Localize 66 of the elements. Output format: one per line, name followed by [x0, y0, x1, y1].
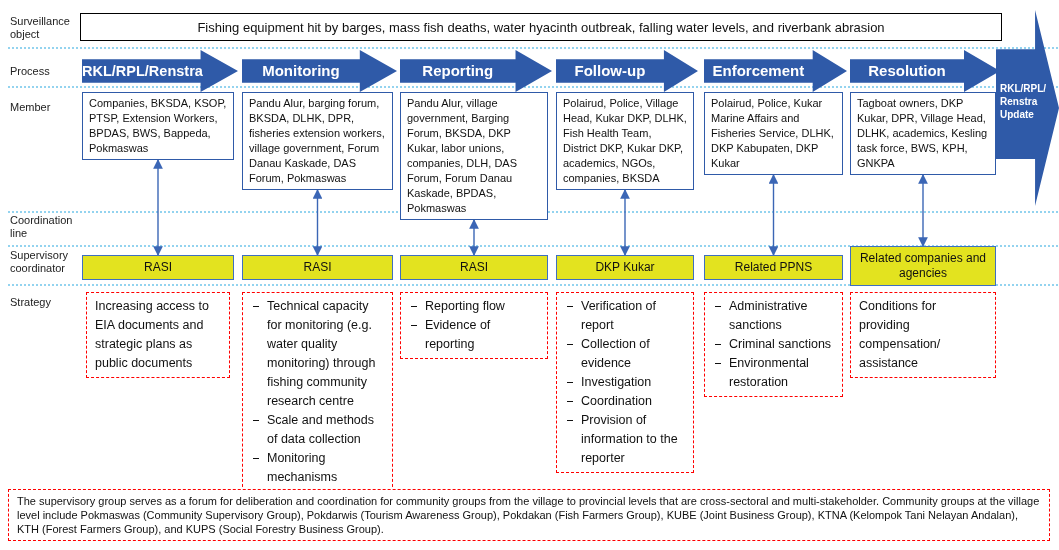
surveillance-box — [80, 13, 1002, 41]
row-label: Supervisory coordinator — [10, 249, 70, 275]
member-box — [556, 92, 694, 190]
list-item: Verification of report — [581, 298, 658, 334]
member-text: Companies, BKSDA, KSOP, PTSP, Extension Workers, BPDAS, BWS, Bappeda, Pokmaswas — [89, 96, 227, 156]
coordinator-box — [82, 255, 234, 280]
list-item: Collection of evidence — [581, 336, 651, 372]
coordinator-box — [556, 255, 694, 280]
list-item: Technical capacity for monitoring (e.g. water quality monitoring) through fishing community research centre — [267, 298, 377, 410]
row-label: Process — [10, 65, 51, 78]
list-item: Evidence of reporting — [425, 317, 492, 353]
list-item: Criminal sanctions — [729, 336, 833, 353]
member-text: Polairud, Police, Kukar Marine Affairs and Fisheries Service, DLHK, DKP Kabupaten, DKP Kukar — [711, 96, 835, 171]
process-step: RKL/RPL/Renstra — [82, 50, 238, 92]
list-item: Monitoring mechanisms — [267, 450, 339, 486]
double-arrow — [469, 219, 479, 256]
surveillance-text: Fishing equipment hit by barges, mass fish deaths, water hyacinth outbreak, falling water levels, and riverbank abrasion — [197, 19, 885, 35]
list-item: Administrative sanctions — [729, 298, 809, 334]
coordinator-text: RASI — [144, 260, 172, 275]
strategy-box — [86, 292, 230, 378]
double-arrow — [312, 189, 323, 256]
list-item: Investigation — [581, 374, 653, 391]
update-step: RKL/RPL/ Renstra Update — [996, 10, 1059, 206]
coordinator-text: RASI — [460, 260, 488, 275]
note-box — [8, 489, 1050, 541]
strategy-box — [704, 292, 843, 397]
double-arrow — [768, 174, 779, 256]
row-label: Coordination line — [10, 214, 74, 240]
row-label: Surveillance object — [10, 15, 71, 41]
member-text: Polairud, Police, Village Head, Kukar DKP, DLHK, Fish Health Team, District DKP, Kukar DKP, academics, NGOs, companies, BKSDA — [563, 96, 687, 186]
coordinator-text: RASI — [303, 260, 332, 275]
process-step: Monitoring — [242, 50, 397, 92]
member-text: Tagboat owners, DKP Kukar, DPR, Village Head, DLHK, academics, Kesling task force, BWS, KPH, GNKPA — [857, 96, 989, 171]
member-text: Pandu Alur, village government, Barging Forum, BKSDA, DKP Kukar, labor unions, companies, DLH, DAS Forum, Forum Danau Kaskade, BPDAS, Pokmaswas — [407, 96, 519, 216]
strategy-box — [400, 292, 548, 359]
coordinator-box — [242, 255, 393, 280]
process-step: Reporting — [400, 50, 552, 92]
strategy-box — [850, 292, 996, 378]
double-arrow — [153, 159, 163, 256]
double-arrow — [918, 174, 928, 247]
row-label: Strategy — [10, 296, 52, 309]
coordinator-text: Related PPNS — [734, 260, 813, 275]
member-box — [704, 92, 843, 175]
strategy-box — [556, 292, 694, 473]
strategy-text: Conditions for providing compensation/ assistance — [859, 298, 942, 372]
list-item: Environmental restoration — [729, 355, 810, 391]
member-box — [242, 92, 393, 190]
row-label: Member — [10, 101, 52, 114]
coordinator-box — [704, 255, 843, 280]
member-text: Pandu Alur, barging forum, BKSDA, DLHK, DPR, fisheries extension workers, village government, Forum Danau Kaskade, DAS Forum, Pokmaswas — [249, 96, 386, 186]
process-step: Follow-up — [556, 50, 698, 92]
coordinator-text: Related companies and agencies — [858, 251, 988, 281]
member-box — [82, 92, 234, 160]
note-text: The supervisory group serves as a forum for deliberation and coordination for community groups from the village to provincial levels that are cross-sectoral and multi-stakeholder. Community groups at the village level include Pokmaswas (Community Supervisory Group), Pokdarwis (Tourism Awareness Group), Pokdakan (Fish Farmers Group), KUBE (Joint Business Group), KTNA (Kelompok Tani Nelayan Andalan), KTH (Forest Farmers Group), and KUPS (Social Forestry Business Group). — [17, 494, 1041, 536]
process-step: Enforcement — [704, 50, 847, 92]
coordinator-box — [850, 246, 996, 286]
list-item: Reporting flow — [425, 298, 506, 315]
list-item: Coordination — [581, 393, 653, 410]
double-arrow — [620, 189, 630, 256]
list-item: Provision of information to the reporter — [581, 412, 679, 467]
list-item: Scale and methods of data collection — [267, 412, 375, 448]
coordinator-text: DKP Kukar — [595, 260, 655, 275]
strategy-text: Increasing access to EIA documents and strategic plans as public documents — [95, 298, 210, 372]
member-box — [400, 92, 548, 220]
member-box — [850, 92, 996, 175]
coordinator-box — [400, 255, 548, 280]
